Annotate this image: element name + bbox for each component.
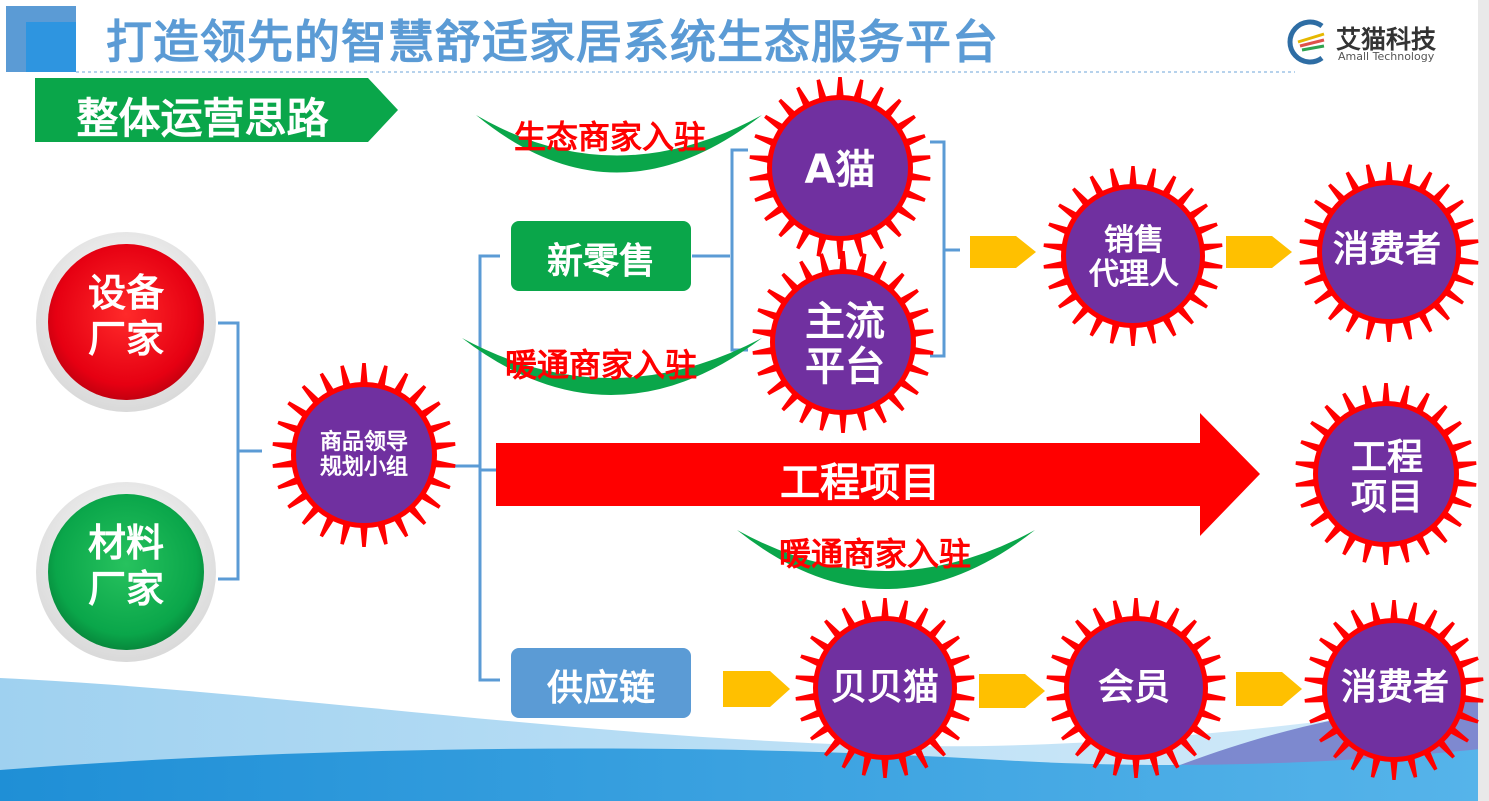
beibei-gear-core — [818, 621, 952, 755]
engineering-arrow-label: 工程项目 — [780, 460, 940, 506]
equipment-maker-line2: 厂家 — [87, 317, 164, 362]
a-mao-gear — [749, 77, 931, 259]
a-mao-label: A猫 — [804, 146, 876, 193]
hub-gear-core — [296, 387, 432, 523]
hub-gear — [272, 363, 456, 547]
engineering-gear-label: 工程项目 — [1314, 430, 1460, 526]
member-gear-core — [1069, 621, 1203, 755]
flow-arrows — [723, 236, 1302, 708]
arrow-to-consumer-top — [1226, 236, 1292, 268]
arrow-to-agent — [970, 236, 1036, 268]
arc-eco-merchant — [476, 115, 762, 173]
engineering-line2: 项目 — [1350, 477, 1423, 518]
agent-gear — [1043, 166, 1223, 346]
section-label: 整体运营思路 — [76, 94, 329, 143]
arrow-to-beibei — [723, 671, 790, 707]
beibei-gear — [795, 598, 975, 778]
section-label-shape — [35, 78, 398, 142]
arrow-to-consumer-bottom — [1236, 672, 1302, 706]
hvac-merchant-bottom-label: 暖通商家入驻 — [779, 535, 972, 573]
mainstream-line2: 平台 — [805, 344, 885, 390]
engineering-gear — [1295, 383, 1477, 565]
logo-mark — [1287, 19, 1325, 65]
bracket-sources — [218, 321, 262, 581]
agent-line2: 代理人 — [1089, 257, 1179, 292]
supply-chain-box — [511, 648, 691, 718]
bg-wave-blue — [0, 748, 1489, 801]
eco-merchant-label: 生态商家入驻 — [514, 118, 707, 156]
member-label: 会员 — [1097, 666, 1170, 708]
material-maker-line1: 材料 — [87, 521, 164, 565]
hvac-merchant-top-label: 暖通商家入驻 — [505, 346, 698, 384]
mainstream-line1: 主流 — [805, 299, 885, 346]
consumer-bottom-label: 消费者 — [1340, 666, 1449, 708]
consumer-bottom-gear-core — [1327, 623, 1461, 757]
gears — [272, 77, 1484, 780]
material-maker-label: 材料 厂家 — [46, 520, 206, 613]
mainstream-gear-core — [775, 274, 911, 410]
consumer-top-gear-core — [1322, 185, 1456, 319]
agent-gear-core — [1066, 189, 1200, 323]
bracket-retail — [730, 148, 748, 352]
material-maker-ball — [36, 482, 216, 662]
supply-chain-label: 供应链 — [546, 668, 655, 709]
right-edge-bar — [1478, 0, 1489, 801]
arc-hvac-top — [462, 338, 762, 395]
agent-line1: 销售 — [1104, 223, 1164, 259]
arc-hvac-bottom — [737, 530, 1035, 589]
consumer-top-label: 消费者 — [1332, 228, 1441, 270]
mainstream-gear — [752, 251, 934, 433]
equipment-maker-label: 设备 厂家 — [46, 270, 206, 363]
agent-label: 销售代理人 — [1064, 220, 1204, 296]
new-retail-label: 新零售 — [546, 241, 655, 282]
engineering-line1: 工程 — [1350, 436, 1423, 478]
title-deco-front — [26, 22, 76, 72]
bracket-hub — [444, 254, 500, 682]
mainstream-label: 主流平台 — [770, 295, 920, 395]
engineering-arrow — [496, 413, 1260, 536]
engineering-gear-core — [1318, 406, 1454, 542]
logo-name-cn: 艾猫科技 — [1336, 25, 1437, 54]
a-mao-gear-core — [772, 100, 908, 236]
hub-line1: 商品领导 — [319, 430, 408, 456]
member-gear — [1046, 598, 1226, 778]
new-retail-box — [511, 221, 691, 291]
page-title: 打造领先的智慧舒适家居系统生态服务平台 — [106, 15, 999, 69]
consumer-top-gear — [1299, 162, 1479, 342]
material-maker-line2: 厂家 — [87, 567, 164, 612]
equipment-maker-ball — [36, 232, 216, 412]
hub-label: 商品领导规划小组 — [292, 411, 436, 501]
bracket-platforms — [930, 140, 960, 358]
arrow-to-member — [979, 674, 1045, 708]
hub-line2: 规划小组 — [319, 455, 408, 480]
consumer-bottom-gear — [1304, 600, 1484, 780]
equipment-maker-line1: 设备 — [87, 271, 164, 315]
beibei-label: 贝贝猫 — [830, 666, 939, 708]
logo-name-en: Amall Technology — [1338, 50, 1435, 63]
